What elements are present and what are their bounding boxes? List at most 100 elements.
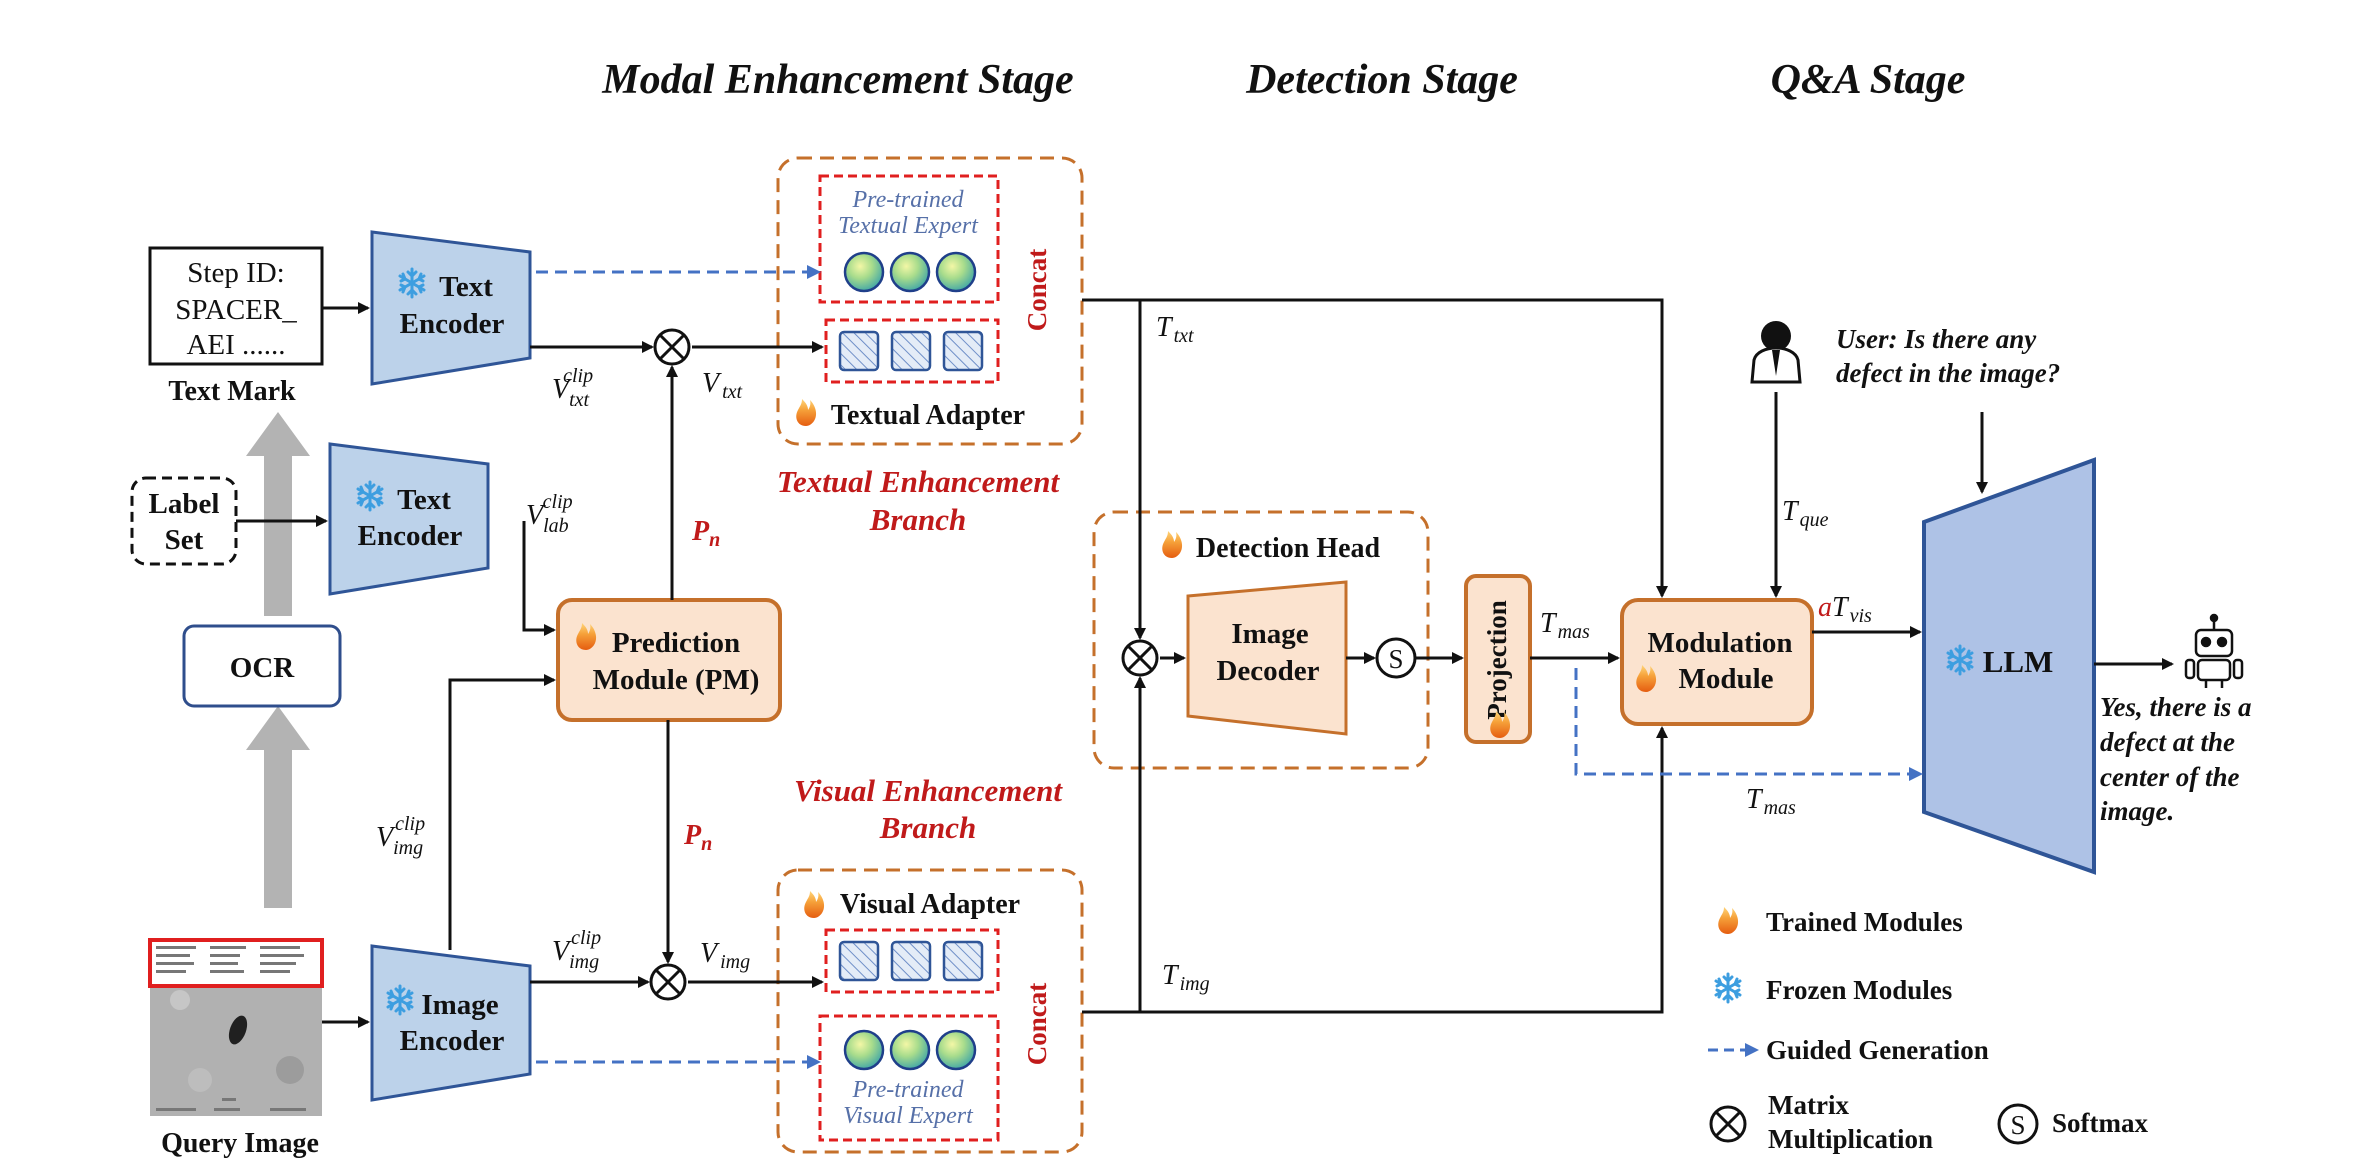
visual-expert-features	[843, 1029, 977, 1071]
textual-expert-box	[818, 174, 1000, 304]
visual-concat-label: Concat	[1022, 983, 1052, 1066]
matrix-multiply-icon	[653, 328, 691, 366]
image-encoder-line2: Encoder	[400, 1025, 505, 1057]
guided-generation-arrows	[536, 265, 1923, 1069]
stage-title-qa: Q&A Stage	[1771, 57, 1966, 103]
ocr-label: OCR	[230, 652, 296, 684]
svg-text:Vimgclip: Vimgclip	[376, 813, 425, 859]
softmax-icon: S	[1375, 637, 1417, 679]
image-decoder: Image Decoder	[1186, 580, 1348, 736]
user-question-line2: defect in the image?	[1836, 358, 2060, 388]
text-mark-line2: SPACER_	[175, 294, 297, 326]
legend-matrix-line1: Matrix	[1768, 1090, 1849, 1120]
text-mark-caption: Text Mark	[168, 376, 296, 407]
text-encoder-mid: Text Encoder	[328, 442, 490, 596]
svg-text:Vtxt: Vtxt	[702, 368, 743, 403]
text-encoder-mid-line1: Text	[397, 484, 451, 516]
user-icon	[1750, 321, 1802, 384]
matrix-multiply-icon	[1709, 1105, 1747, 1143]
legend-matrix-line2: Multiplication	[1768, 1124, 1933, 1154]
label-v-lab-clip: Vlabclip	[526, 491, 573, 537]
query-image-caption: Query Image	[161, 1128, 319, 1159]
svg-text:S: S	[2010, 1110, 2025, 1140]
modulation-module: Modulation Module	[1620, 598, 1814, 726]
label-set-box	[130, 476, 238, 566]
snowflake-icon	[1714, 972, 1742, 1004]
text-encoder-top-line2: Encoder	[400, 308, 505, 340]
text-mark-line3: AEI ......	[186, 329, 285, 361]
text-encoder-top: Text Encoder	[370, 230, 532, 386]
text-mark-line1: Step ID:	[187, 257, 284, 289]
answer-line1: Yes, there is a	[2100, 692, 2252, 722]
visual-branch-box	[776, 868, 1084, 1154]
textual-expert-line1: Pre-trained	[851, 187, 964, 213]
textual-expert-line2: Textual Expert	[838, 213, 979, 239]
textual-adapter-label: Textual Adapter	[831, 400, 1025, 431]
image-decoder-line1: Image	[1231, 618, 1308, 650]
svg-text:Vlabclip: Vlabclip	[526, 491, 573, 537]
svg-text:S: S	[1388, 644, 1403, 674]
label-v-img-clip-left: Vimgclip	[376, 813, 425, 859]
ocr-box	[182, 624, 342, 708]
visual-adapter-box	[824, 928, 1000, 994]
label-v-txt-clip: Vtxtclip	[552, 365, 593, 411]
visual-adapter-features	[838, 940, 984, 982]
svg-text:Vimg: Vimg	[700, 938, 750, 973]
answer-line4: image.	[2100, 796, 2174, 826]
text-mark-box	[148, 246, 324, 366]
label-p-n-top: Pn	[691, 516, 720, 551]
matrix-multiply-icon	[649, 963, 687, 1001]
textual-concat-label: Concat	[1022, 249, 1052, 332]
textual-adapter-features	[838, 330, 984, 372]
textual-adapter-box	[824, 318, 1000, 384]
flame-icon	[796, 399, 817, 426]
image-decoder-line2: Decoder	[1216, 655, 1319, 687]
query-image	[148, 938, 324, 1116]
visual-expert-line2: Visual Expert	[843, 1103, 974, 1129]
flame-icon	[804, 891, 825, 918]
legend-guided: Guided Generation	[1766, 1035, 1989, 1065]
svg-text:Vtxtclip: Vtxtclip	[552, 365, 593, 411]
stage-title-modal: Modal Enhancement Stage	[601, 57, 1073, 103]
textual-expert-features	[843, 251, 977, 293]
flame-icon	[1718, 907, 1739, 934]
modulation-line1: Modulation	[1647, 627, 1792, 659]
image-encoder-line1: Image	[421, 989, 498, 1021]
legend: Trained Modules Frozen Modules Guided Ge…	[1708, 907, 2148, 1154]
ocr-flow-arrows	[246, 412, 310, 908]
legend-frozen: Frozen Modules	[1766, 975, 1952, 1005]
svg-text:Pn: Pn	[683, 820, 712, 855]
legend-trained: Trained Modules	[1766, 907, 1963, 937]
llm-label: LLM	[1983, 644, 2054, 679]
visual-branch-title-line1: Visual Enhancement	[794, 773, 1063, 808]
label-v-img-clip: Vimgclip	[552, 927, 601, 973]
image-encoder: Image Encoder	[370, 944, 532, 1102]
answer-line2: defect at the	[2100, 727, 2235, 757]
stage-title-detection: Detection Stage	[1245, 57, 1518, 103]
matrix-multiply-icon	[1121, 639, 1159, 677]
prediction-module: Prediction Module (PM)	[556, 598, 782, 722]
legend-softmax: Softmax	[2052, 1108, 2148, 1138]
svg-text:Pn: Pn	[691, 516, 720, 551]
text-encoder-top-line1: Text	[439, 271, 493, 303]
svg-text:Vimgclip: Vimgclip	[552, 927, 601, 973]
flame-icon	[1162, 531, 1183, 558]
label-p-n-bottom: Pn	[683, 820, 712, 855]
prediction-module-line1: Prediction	[612, 627, 740, 659]
visual-expert-box	[818, 1014, 1000, 1142]
prediction-module-line2: Module (PM)	[593, 664, 760, 696]
user-question-line1: User: Is there any	[1836, 324, 2037, 354]
